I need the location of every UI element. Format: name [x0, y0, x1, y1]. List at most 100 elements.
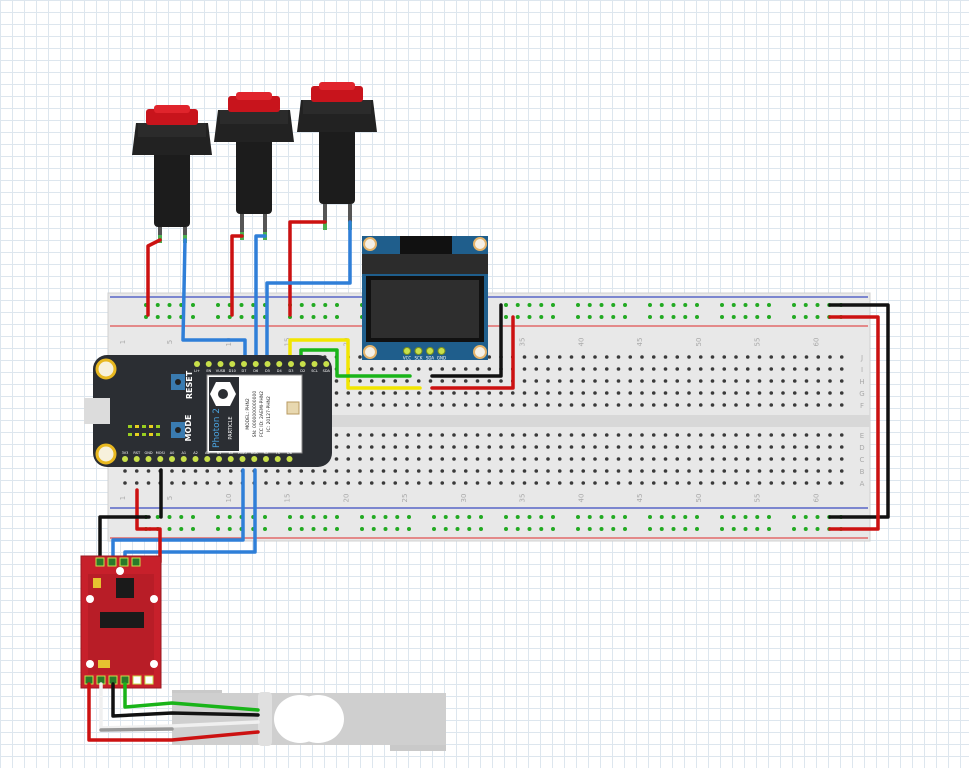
breadboard-hole[interactable] — [546, 433, 550, 437]
breadboard-hole[interactable] — [628, 469, 633, 473]
breadboard-hole[interactable] — [593, 469, 597, 473]
breadboard-hole[interactable] — [299, 469, 304, 473]
rail-hole[interactable] — [671, 527, 676, 531]
breadboard-hole[interactable] — [475, 433, 480, 437]
breadboard-hole[interactable] — [405, 379, 409, 383]
breadboard-hole[interactable] — [804, 481, 809, 485]
breadboard-hole[interactable] — [687, 379, 691, 383]
breadboard-hole[interactable] — [522, 481, 527, 485]
breadboard-hole[interactable] — [687, 469, 691, 473]
rail-hole[interactable] — [803, 515, 808, 519]
photon-pin[interactable] — [133, 456, 140, 462]
rail-hole[interactable] — [671, 303, 676, 307]
breadboard-hole[interactable] — [816, 367, 821, 371]
breadboard-hole[interactable] — [769, 379, 774, 383]
breadboard-hole[interactable] — [569, 445, 574, 449]
breadboard-hole[interactable] — [663, 403, 668, 407]
breadboard-hole[interactable] — [534, 391, 539, 395]
breadboard-hole[interactable] — [487, 379, 492, 383]
breadboard-hole[interactable] — [745, 481, 750, 485]
breadboard-hole[interactable] — [675, 481, 680, 485]
breadboard-hole[interactable] — [546, 457, 550, 461]
breadboard-hole[interactable] — [839, 367, 844, 371]
breadboard-hole[interactable] — [651, 379, 656, 383]
oled-pin[interactable] — [403, 347, 411, 355]
breadboard-hole[interactable] — [781, 469, 785, 473]
rail-hole[interactable] — [504, 527, 508, 531]
breadboard-hole[interactable] — [416, 481, 421, 485]
breadboard-hole[interactable] — [428, 367, 433, 371]
breadboard-hole[interactable] — [522, 445, 527, 449]
breadboard-hole[interactable] — [722, 469, 727, 473]
breadboard-hole[interactable] — [581, 391, 586, 395]
rail-hole[interactable] — [599, 315, 604, 319]
breadboard-hole[interactable] — [499, 469, 503, 473]
breadboard-hole[interactable] — [381, 433, 386, 437]
rail-hole[interactable] — [551, 315, 555, 319]
breadboard-hole[interactable] — [416, 433, 421, 437]
breadboard-hole[interactable] — [452, 379, 456, 383]
rail-hole[interactable] — [743, 515, 748, 519]
breadboard-hole[interactable] — [546, 481, 550, 485]
breadboard-hole[interactable] — [487, 445, 492, 449]
rail-hole[interactable] — [311, 527, 316, 531]
breadboard-hole[interactable] — [358, 391, 362, 395]
breadboard-hole[interactable] — [745, 457, 750, 461]
breadboard-hole[interactable] — [346, 403, 351, 407]
breadboard-hole[interactable] — [628, 367, 633, 371]
breadboard-hole[interactable] — [804, 391, 809, 395]
rail-hole[interactable] — [731, 315, 736, 319]
breadboard-hole[interactable] — [416, 469, 421, 473]
breadboard-hole[interactable] — [757, 379, 762, 383]
breadboard-hole[interactable] — [675, 457, 680, 461]
breadboard-hole[interactable] — [769, 457, 774, 461]
breadboard-hole[interactable] — [698, 379, 703, 383]
breadboard-hole[interactable] — [428, 469, 433, 473]
breadboard-hole[interactable] — [828, 367, 832, 371]
breadboard-hole[interactable] — [358, 367, 362, 371]
breadboard-hole[interactable] — [405, 469, 409, 473]
breadboard-hole[interactable] — [781, 403, 785, 407]
rail-hole[interactable] — [323, 527, 328, 531]
breadboard-hole[interactable] — [581, 481, 586, 485]
rail-hole[interactable] — [360, 515, 364, 519]
breadboard-hole[interactable] — [557, 379, 562, 383]
breadboard-hole[interactable] — [123, 481, 127, 485]
breadboard-hole[interactable] — [816, 403, 821, 407]
breadboard-hole[interactable] — [557, 457, 562, 461]
breadboard-hole[interactable] — [181, 469, 186, 473]
breadboard-hole[interactable] — [804, 403, 809, 407]
breadboard-hole[interactable] — [828, 457, 832, 461]
rail-hole[interactable] — [623, 515, 627, 519]
breadboard-hole[interactable] — [734, 355, 738, 359]
rail-hole[interactable] — [335, 527, 339, 531]
rail-hole[interactable] — [623, 315, 627, 319]
breadboard-hole[interactable] — [781, 481, 785, 485]
breadboard-hole[interactable] — [816, 355, 821, 359]
rail-hole[interactable] — [611, 527, 616, 531]
rail-hole[interactable] — [443, 527, 448, 531]
breadboard-hole[interactable] — [734, 391, 738, 395]
breadboard-hole[interactable] — [440, 379, 445, 383]
breadboard-hole[interactable] — [710, 469, 715, 473]
breadboard-hole[interactable] — [687, 445, 691, 449]
breadboard-hole[interactable] — [804, 367, 809, 371]
breadboard-hole[interactable] — [463, 379, 468, 383]
breadboard-hole[interactable] — [557, 481, 562, 485]
breadboard-hole[interactable] — [510, 433, 515, 437]
rail-hole[interactable] — [467, 527, 472, 531]
rail-hole[interactable] — [311, 515, 316, 519]
breadboard-hole[interactable] — [792, 433, 797, 437]
breadboard-hole[interactable] — [628, 403, 633, 407]
breadboard-hole[interactable] — [734, 403, 738, 407]
breadboard-hole[interactable] — [781, 391, 785, 395]
rail-hole[interactable] — [383, 527, 388, 531]
rail-hole[interactable] — [263, 527, 267, 531]
breadboard-hole[interactable] — [510, 481, 515, 485]
rail-hole[interactable] — [659, 515, 664, 519]
photon-pin[interactable] — [263, 456, 269, 462]
rail-hole[interactable] — [599, 303, 604, 307]
breadboard-hole[interactable] — [393, 469, 398, 473]
rail-hole[interactable] — [155, 515, 160, 519]
breadboard-hole[interactable] — [346, 391, 351, 395]
